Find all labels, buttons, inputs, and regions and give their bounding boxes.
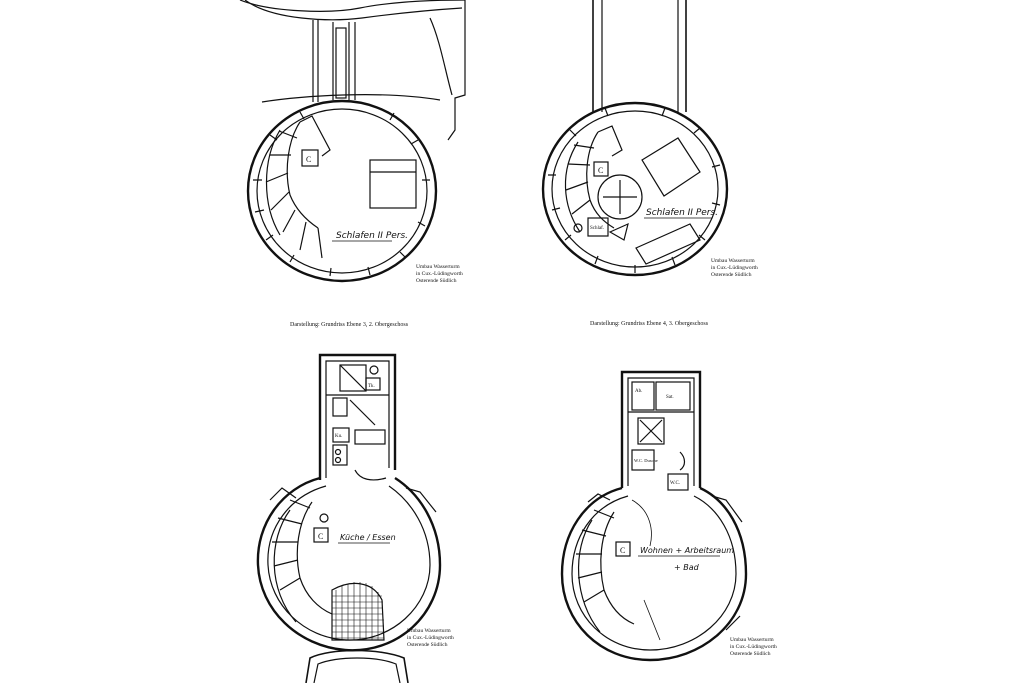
- room-label-bl: Küche / Essen: [340, 533, 396, 542]
- room-label-br-tiny2: W.C. Dusche: [634, 458, 658, 463]
- plan-level-3-bottom-left: Tk. Ku. C: [256, 353, 454, 683]
- caption-right: Darstellung: Grundriss Ebene 4, 3. Oberg…: [590, 321, 709, 327]
- plan-level-4-top-right: C Schlaf. Schlafen II Pers. Umbau Wasser…: [541, 0, 758, 278]
- svg-text:C: C: [306, 155, 311, 164]
- room-label-tr: Schlafen II Pers.: [646, 208, 718, 218]
- legend-tl-line1: Umbau Wasserturm: [416, 264, 460, 270]
- plan-level-4-bottom-right: Ab. Sat. W.C. Dusche W.C. C Wohnen + Arb…: [560, 370, 777, 662]
- legend-br-line2: in Cux.-Lüdingworth: [730, 644, 777, 650]
- svg-text:C: C: [620, 546, 625, 555]
- room-label-tl: Schlafen II Pers.: [336, 231, 408, 241]
- room-label-br: Wohnen + Arbeitsraum: [640, 546, 734, 555]
- legend-tr-line2: in Cux.-Lüdingworth: [711, 265, 758, 271]
- svg-text:Tk.: Tk.: [368, 384, 375, 389]
- room-label-br-tiny3: W.C.: [670, 481, 680, 486]
- room-label-bl-tiny: Ku.: [335, 434, 342, 439]
- legend-tl-line3: Osterende Südlich: [416, 278, 457, 284]
- legend-bl-line1: Umbau Wasserturm: [407, 628, 451, 634]
- plan-level-3-top-left: C Schlafen II Pers. Umbau Wasserturm in …: [239, 0, 466, 284]
- legend-br-line3: Osterende Südlich: [730, 651, 771, 657]
- legend-bl-line2: in Cux.-Lüdingworth: [407, 635, 454, 641]
- svg-text:C: C: [318, 532, 323, 541]
- room-label-tr-small: Schlaf.: [590, 226, 604, 231]
- svg-text:Ab.: Ab.: [635, 389, 642, 394]
- legend-bl-line3: Osterende Südlich: [407, 642, 448, 648]
- room-label-br-tiny1: Sat.: [666, 395, 674, 400]
- caption-left: Darstellung: Grundriss Ebene 3, 2. Oberg…: [290, 322, 409, 328]
- legend-tr-line3: Osterende Südlich: [711, 272, 752, 278]
- room-label-br-sub: + Bad: [674, 563, 700, 572]
- legend-tr-line1: Umbau Wasserturm: [711, 258, 755, 264]
- legend-tl-line2: in Cux.-Lüdingworth: [416, 271, 463, 277]
- svg-text:C: C: [598, 166, 603, 175]
- legend-br-line1: Umbau Wasserturm: [730, 637, 774, 643]
